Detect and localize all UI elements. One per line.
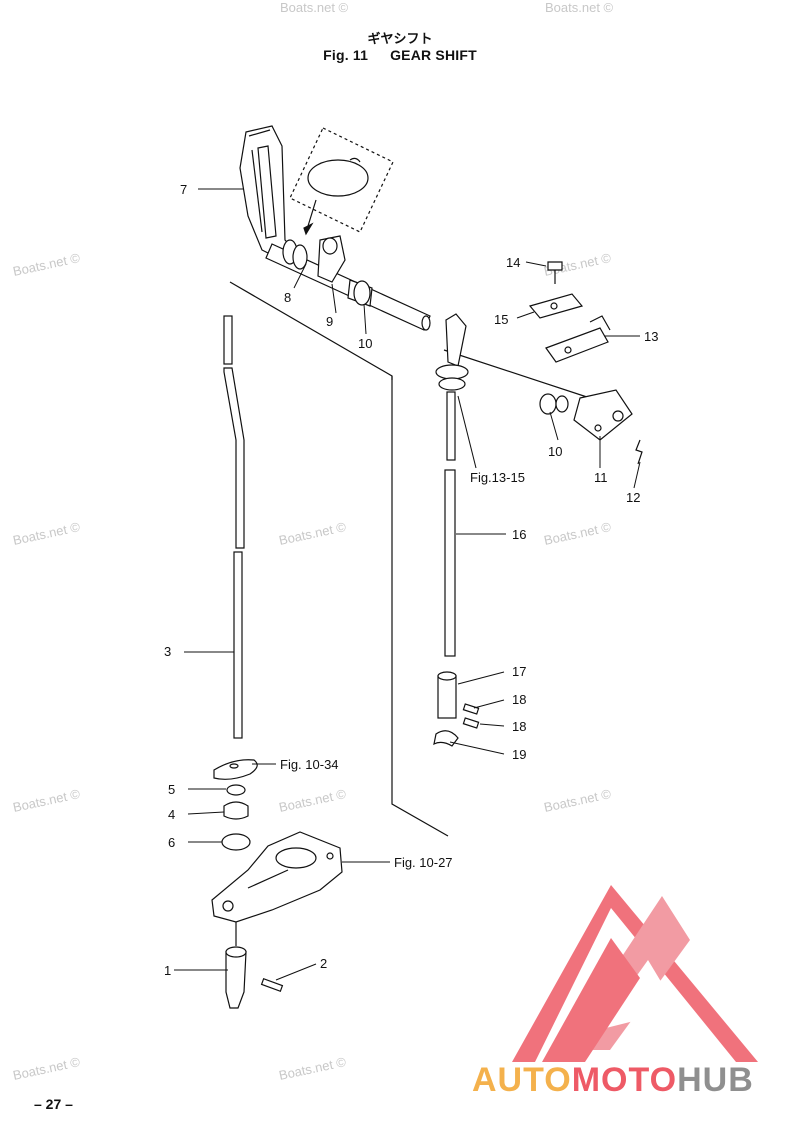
assembly-guide-lines — [229, 281, 591, 837]
watermark: Boats.net © — [12, 519, 82, 548]
brand-part-auto: AUTO — [472, 1061, 572, 1099]
watermark: Boats.net © — [543, 519, 613, 548]
lower-shift-rod-part — [435, 313, 469, 657]
callout-15: 15 — [494, 312, 508, 327]
watermark: Boats.net © — [12, 1054, 82, 1083]
callout-7: 7 — [180, 182, 187, 197]
callout-18-lower: 18 — [512, 719, 526, 734]
watermark: Boats.net © — [278, 786, 348, 815]
callout-6: 6 — [168, 835, 175, 850]
callout-1: 1 — [164, 963, 171, 978]
reference-fig-10-34: Fig. 10-34 — [280, 757, 339, 772]
figure-number: Fig. 11 — [323, 47, 369, 63]
reference-fig-10-27: Fig. 10-27 — [394, 855, 453, 870]
callout-10: 10 — [358, 336, 372, 351]
diagram-title: Fig. 11 GEAR SHIFT — [0, 47, 800, 63]
brand-wordmark: AUTOMOTOHUB — [472, 1061, 754, 1100]
leader-lines — [174, 188, 641, 981]
reference-fig-13-15: Fig.13-15 — [470, 470, 525, 485]
brand-logo-mark — [512, 885, 758, 1062]
callout-8: 8 — [284, 290, 291, 305]
watermark: Boats.net © — [278, 1054, 348, 1083]
mount-bracket-part — [211, 831, 343, 923]
shift-cam-assembly — [528, 261, 643, 465]
callout-labels: 7 8 9 10 14 15 13 10 11 12 Fig.13-15 16 … — [164, 182, 658, 978]
watermark: Boats.net © — [280, 0, 349, 15]
callout-11: 11 — [594, 470, 608, 485]
page-number: – 27 – — [34, 1096, 73, 1112]
watermark: Boats.net © — [278, 519, 348, 548]
callout-17: 17 — [512, 664, 526, 679]
shift-rod-part — [223, 315, 245, 739]
callout-9: 9 — [326, 314, 333, 329]
callout-14: 14 — [506, 255, 520, 270]
detail-inset — [289, 127, 394, 233]
callout-5: 5 — [168, 782, 175, 797]
callout-13: 13 — [644, 329, 658, 344]
figure-title: GEAR SHIFT — [390, 47, 477, 63]
watermark: Boats.net © — [543, 786, 613, 815]
watermark: Boats.net © — [12, 786, 82, 815]
callout-10-cam: 10 — [548, 444, 562, 459]
seal-and-bushing-group — [213, 759, 258, 851]
inset-bushing — [303, 157, 369, 236]
callout-19: 19 — [512, 747, 526, 762]
watermark: Boats.net © — [12, 250, 82, 279]
watermark: Boats.net © — [545, 0, 614, 15]
callout-16: 16 — [512, 527, 526, 542]
brand-part-moto: MOTO — [571, 1061, 678, 1099]
callout-18: 18 — [512, 692, 526, 707]
lower-shift-cam-part — [225, 922, 284, 1009]
shift-shaft-assembly — [265, 235, 431, 331]
callout-2: 2 — [320, 956, 327, 971]
diagram-title-japanese: ギヤシフト — [367, 32, 433, 47]
brand-part-hub: HUB — [677, 1061, 754, 1099]
callout-12: 12 — [626, 490, 640, 505]
callout-3: 3 — [164, 644, 171, 659]
callout-4: 4 — [168, 807, 175, 822]
rod-coupler-part — [433, 671, 480, 747]
